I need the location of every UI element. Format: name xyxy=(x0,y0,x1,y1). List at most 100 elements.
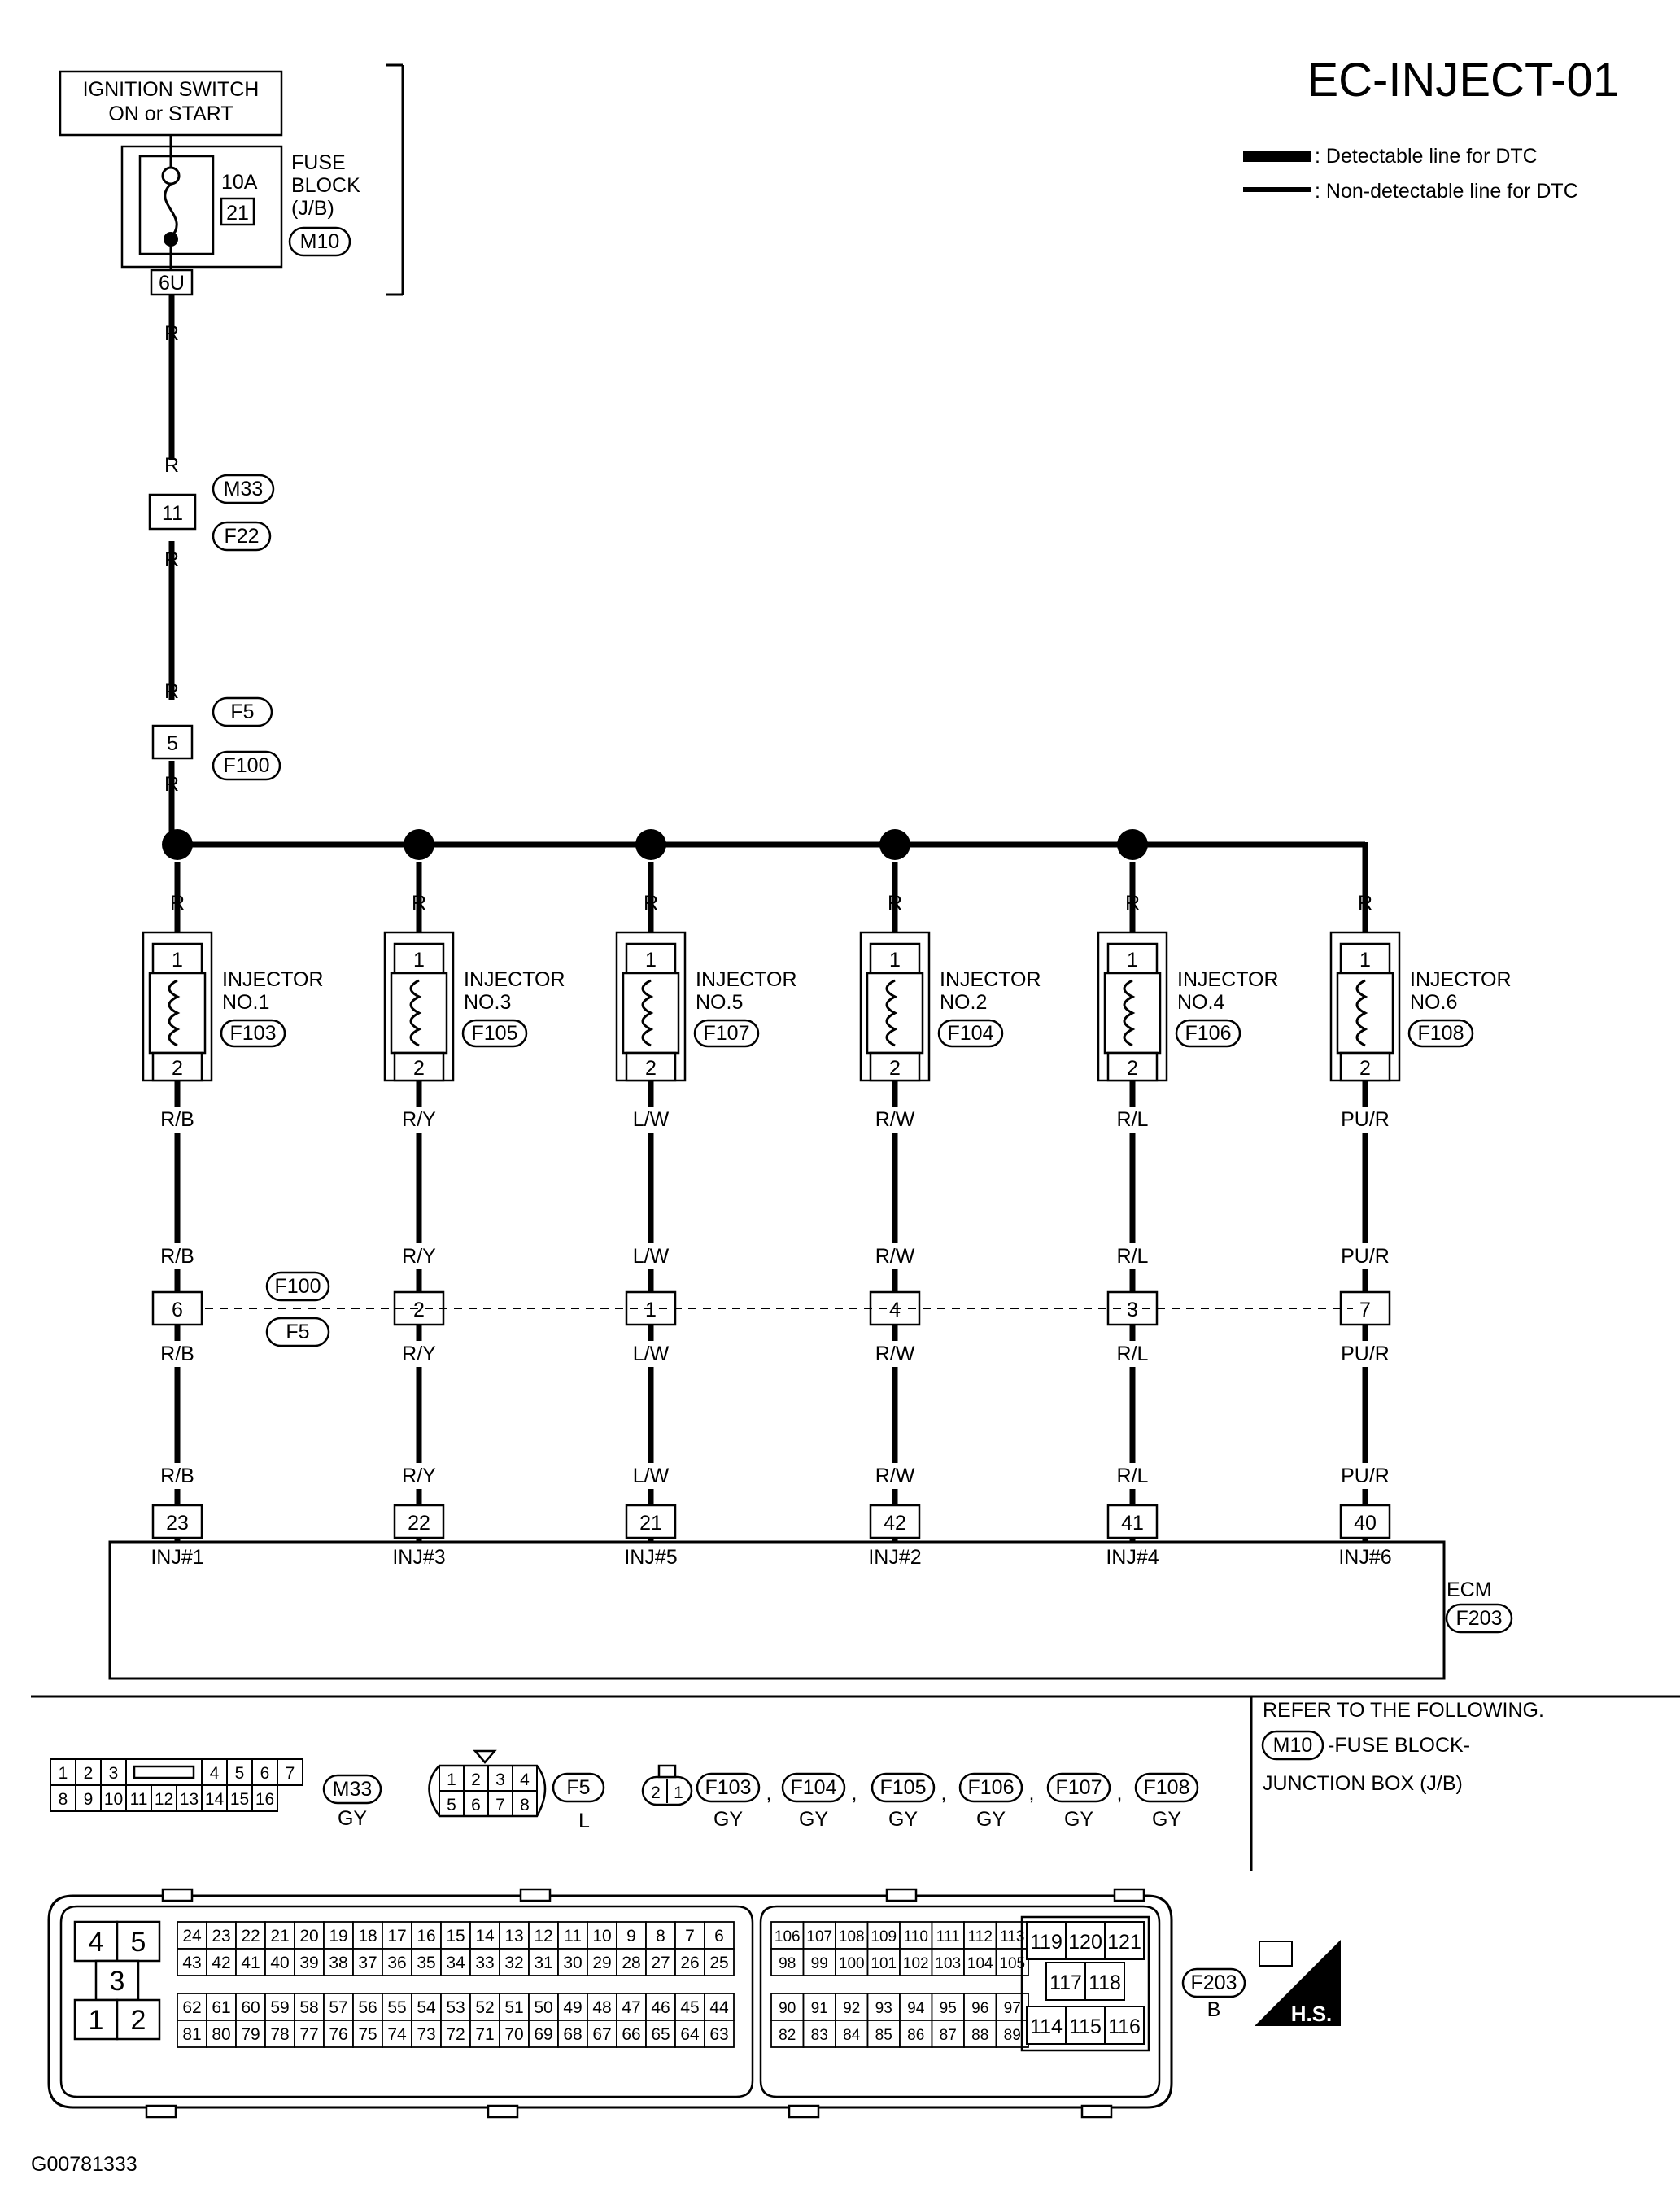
ecm-pin-cell xyxy=(235,1921,266,1950)
ecm-pin-number: 37 xyxy=(358,1954,377,1972)
ecm-pin-cell xyxy=(802,1948,836,1976)
ecm-pin-number: 72 xyxy=(446,2025,465,2044)
injector-top-pin: 1 xyxy=(172,949,183,972)
ecm-pin-cell xyxy=(899,2020,933,2048)
ecm-pin-number: 70 xyxy=(504,2025,523,2044)
injector-face-conn-pill xyxy=(1046,1772,1111,1803)
injector-wire-color: R/B xyxy=(160,1343,194,1365)
injector-face-conn-pill xyxy=(1134,1772,1199,1803)
fuse-block-label-1: FUSE xyxy=(291,151,346,174)
ecm-pin-box xyxy=(869,1504,921,1539)
ecm-pin-number: 99 xyxy=(811,1955,828,1972)
injector-wire-color: R/Y xyxy=(402,1343,436,1365)
m33-pin-cell xyxy=(75,1784,102,1812)
page-title: EC-INJECT-01 xyxy=(1307,54,1619,107)
injector-wire-color: R/B xyxy=(160,1465,194,1487)
injector-wire-color: PU/R xyxy=(1341,1245,1390,1268)
fuse-element-icon xyxy=(164,182,178,239)
ecm-pin-number: 17 xyxy=(387,1927,406,1945)
injector-face-pin-number: 2 xyxy=(651,1784,661,1802)
injector-top-pin: 1 xyxy=(413,949,425,972)
ecm-pin-cell xyxy=(557,2020,588,2048)
injector-face-color: GY xyxy=(713,1808,743,1831)
wire-label-bg xyxy=(866,1107,924,1133)
ecm-pin-cell xyxy=(835,1948,869,1976)
ecm-pin-number: 66 xyxy=(622,2025,640,2044)
ecm-pin-number: 42 xyxy=(212,1954,230,1972)
injector-top-pin: 1 xyxy=(1127,949,1138,972)
refer-conn-pill xyxy=(1261,1730,1324,1761)
ecm-right-block-outline xyxy=(1020,1915,1150,2052)
ecm-pin-number: 90 xyxy=(779,2000,796,2017)
m33-pin-number: 3 xyxy=(109,1764,119,1783)
splice-dot xyxy=(879,829,910,860)
ecm-pin-number: 114 xyxy=(1030,2015,1063,2038)
ecm-pin-number: 36 xyxy=(387,1954,406,1972)
injector-face-conn-label: F104 xyxy=(791,1776,837,1799)
ecm-left-pin-cell xyxy=(94,1959,140,2002)
wire-label-bg xyxy=(866,1341,924,1367)
injector-pin-box xyxy=(151,1051,203,1082)
trunk-connector-1-bottom-label: F22 xyxy=(224,525,259,548)
injector-supply-wire-color: R xyxy=(1125,892,1140,915)
ecm-pin-cell xyxy=(177,2020,207,2048)
ecm-pin-cell xyxy=(1104,2006,1145,2045)
ecm-pin-cell xyxy=(264,2020,295,2048)
ecm-latch-tab xyxy=(487,2104,519,2119)
ecm-pin-cell xyxy=(674,1993,705,2021)
ecm-pin-number: 74 xyxy=(387,2025,407,2044)
f5-pin-number: 4 xyxy=(520,1771,530,1789)
refer-line-2: -FUSE BLOCK- xyxy=(1328,1734,1470,1757)
injector-supply-wire-color: R xyxy=(644,892,658,915)
ecm-pin-cell xyxy=(235,1948,266,1976)
injector-supply-wire-color: R xyxy=(888,892,902,915)
wire-label-bg xyxy=(390,1463,448,1489)
ecm-pin-number: 83 xyxy=(811,2027,828,2044)
trunk-connector-1-pin: 11 xyxy=(162,502,183,525)
m33-pin-number: 5 xyxy=(235,1764,245,1783)
ecm-pin-number: 20 xyxy=(299,1927,318,1945)
refer-conn-label: M10 xyxy=(1273,1734,1313,1757)
ecm-pin-number: 98 xyxy=(779,1955,796,1972)
ecm-pin-box xyxy=(1339,1504,1391,1539)
ecm-pin-number: 24 xyxy=(182,1927,202,1945)
injector-supply-wire-color: R xyxy=(1358,892,1372,915)
m33-pin-cell xyxy=(50,1758,76,1786)
ecm-pin-number: 94 xyxy=(907,2000,925,2017)
coil-icon xyxy=(168,979,181,1047)
ecm-pin-number: 111 xyxy=(936,1928,960,1945)
ecm-left-pin-number: 1 xyxy=(89,2005,104,2036)
m33-pin-number: 15 xyxy=(230,1790,249,1809)
ecm-pin-number: 14 xyxy=(475,1927,495,1945)
wire-label-bg xyxy=(390,1243,448,1269)
ecm-pin-number: 110 xyxy=(904,1928,928,1945)
injector-pin-box xyxy=(1339,942,1391,975)
injector-conn-pill xyxy=(220,1019,286,1048)
injector-face-separator: , xyxy=(941,1782,947,1805)
ecm-pin-number: 77 xyxy=(299,2025,318,2044)
injector-conn-pill xyxy=(1175,1019,1241,1048)
injector-face-separator: , xyxy=(1029,1782,1035,1805)
injector-bottom-pin: 2 xyxy=(1127,1057,1138,1080)
splice-dot xyxy=(162,829,193,860)
ecm-pin-number: 60 xyxy=(241,1998,260,2017)
refer-line-1: REFER TO THE FOLLOWING. xyxy=(1263,1699,1544,1722)
fuse-block-label-2: BLOCK xyxy=(291,174,360,197)
injector-wire-color: R/Y xyxy=(402,1465,436,1487)
fuse-inner-box xyxy=(138,155,215,255)
injector-wire-color: L/W xyxy=(633,1245,670,1268)
ecm-pin-number: 48 xyxy=(592,1998,611,2017)
ecm-pin-number: 117 xyxy=(1049,1971,1082,1994)
ecm-pin-number: 93 xyxy=(875,2000,892,2017)
injector-name: INJECTOR xyxy=(1177,968,1279,991)
ecm-pin-number: 101 xyxy=(871,1955,897,1972)
ecm-pin-number: 15 xyxy=(446,1927,465,1945)
joint-connector-pin-box xyxy=(151,1290,203,1326)
ecm-left-pin-cell xyxy=(73,1920,119,1963)
joint-connector-pin: 3 xyxy=(1127,1299,1138,1321)
ecm-latch-tab xyxy=(161,1888,194,1902)
injector-wire-color: R/B xyxy=(160,1108,194,1131)
wire-label-bg xyxy=(1336,1243,1394,1269)
injector-conn-pill xyxy=(1407,1019,1474,1048)
m33-pin-cell xyxy=(277,1758,303,1786)
